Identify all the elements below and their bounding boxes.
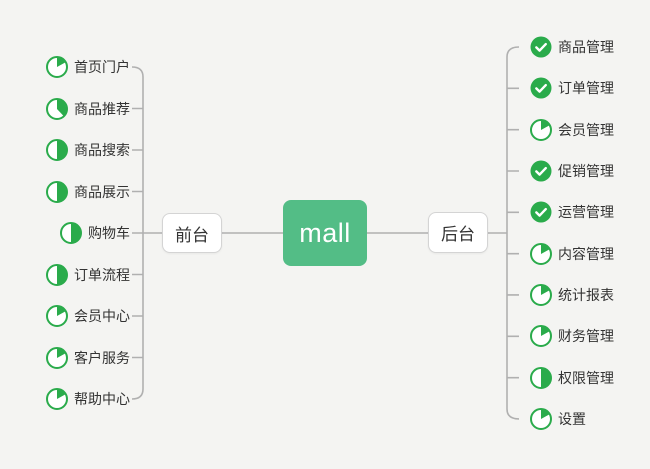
- mindmap-item[interactable]: 首页门户: [46, 56, 130, 78]
- item-label: 购物车: [88, 225, 130, 241]
- item-label: 权限管理: [558, 369, 614, 386]
- progress-pie-icon: [46, 139, 68, 161]
- mindmap-item[interactable]: 设置: [530, 407, 586, 430]
- progress-pie-icon: [46, 97, 68, 120]
- progress-pie-icon: [46, 388, 68, 410]
- item-label: 商品搜索: [74, 142, 130, 158]
- progress-pie-icon: [530, 118, 552, 141]
- item-label: 商品管理: [558, 39, 614, 55]
- item-label: 帮助中心: [74, 391, 130, 407]
- branch-node-backend-label: 后台: [441, 225, 475, 244]
- progress-pie-icon: [530, 283, 552, 306]
- progress-pie-icon: [46, 305, 68, 327]
- item-label: 商品推荐: [74, 100, 130, 117]
- mindmap-item[interactable]: 会员管理: [530, 118, 614, 141]
- progress-pie-icon: [530, 242, 552, 265]
- check-circle-icon: [530, 77, 552, 99]
- root-node-mall[interactable]: mall: [283, 200, 367, 266]
- item-label: 订单流程: [74, 266, 130, 283]
- item-label: 首页门户: [74, 59, 130, 75]
- progress-pie-icon: [46, 56, 68, 78]
- check-circle-icon: [530, 201, 552, 223]
- mindmap-item[interactable]: 运营管理: [530, 201, 614, 223]
- mindmap-item[interactable]: 帮助中心: [46, 388, 130, 410]
- mindmap-item[interactable]: 权限管理: [530, 366, 614, 389]
- mindmap-item[interactable]: 会员中心: [46, 305, 130, 327]
- mindmap-item[interactable]: 商品管理: [530, 36, 614, 58]
- mindmap-item[interactable]: 促销管理: [530, 160, 614, 182]
- mindmap-item[interactable]: 订单流程: [46, 263, 130, 286]
- item-label: 设置: [558, 410, 586, 427]
- mindmap-item[interactable]: 统计报表: [530, 283, 614, 306]
- item-label: 订单管理: [558, 80, 614, 97]
- mindmap-item[interactable]: 订单管理: [530, 77, 614, 99]
- progress-pie-icon: [46, 180, 68, 203]
- progress-pie-icon: [60, 222, 82, 244]
- item-label: 财务管理: [558, 328, 614, 345]
- mindmap-item[interactable]: 内容管理: [530, 242, 614, 265]
- item-label: 运营管理: [558, 204, 614, 221]
- item-label: 商品展示: [74, 183, 130, 200]
- item-label: 内容管理: [558, 245, 614, 262]
- root-node-label: mall: [299, 217, 351, 248]
- check-circle-icon: [530, 160, 552, 182]
- mindmap-item[interactable]: 商品展示: [46, 180, 130, 203]
- check-circle-icon: [530, 36, 552, 58]
- mindmap-item[interactable]: 客户服务: [46, 346, 130, 369]
- item-label: 会员中心: [74, 308, 130, 324]
- mindmap-item[interactable]: 商品搜索: [46, 139, 130, 161]
- item-label: 统计报表: [558, 286, 614, 303]
- item-label: 促销管理: [558, 162, 614, 179]
- mindmap-item[interactable]: 商品推荐: [46, 97, 130, 120]
- progress-pie-icon: [530, 325, 552, 348]
- mindmap-item[interactable]: 财务管理: [530, 325, 614, 348]
- mindmap-item[interactable]: 购物车: [60, 222, 130, 244]
- item-label: 会员管理: [558, 121, 614, 138]
- branch-node-frontend-label: 前台: [175, 225, 209, 245]
- progress-pie-icon: [46, 346, 68, 369]
- progress-pie-icon: [530, 366, 552, 389]
- progress-pie-icon: [530, 407, 552, 430]
- item-label: 客户服务: [74, 349, 130, 366]
- branch-node-frontend[interactable]: 前台: [162, 213, 222, 253]
- progress-pie-icon: [46, 263, 68, 286]
- branch-node-backend[interactable]: 后台: [428, 212, 488, 253]
